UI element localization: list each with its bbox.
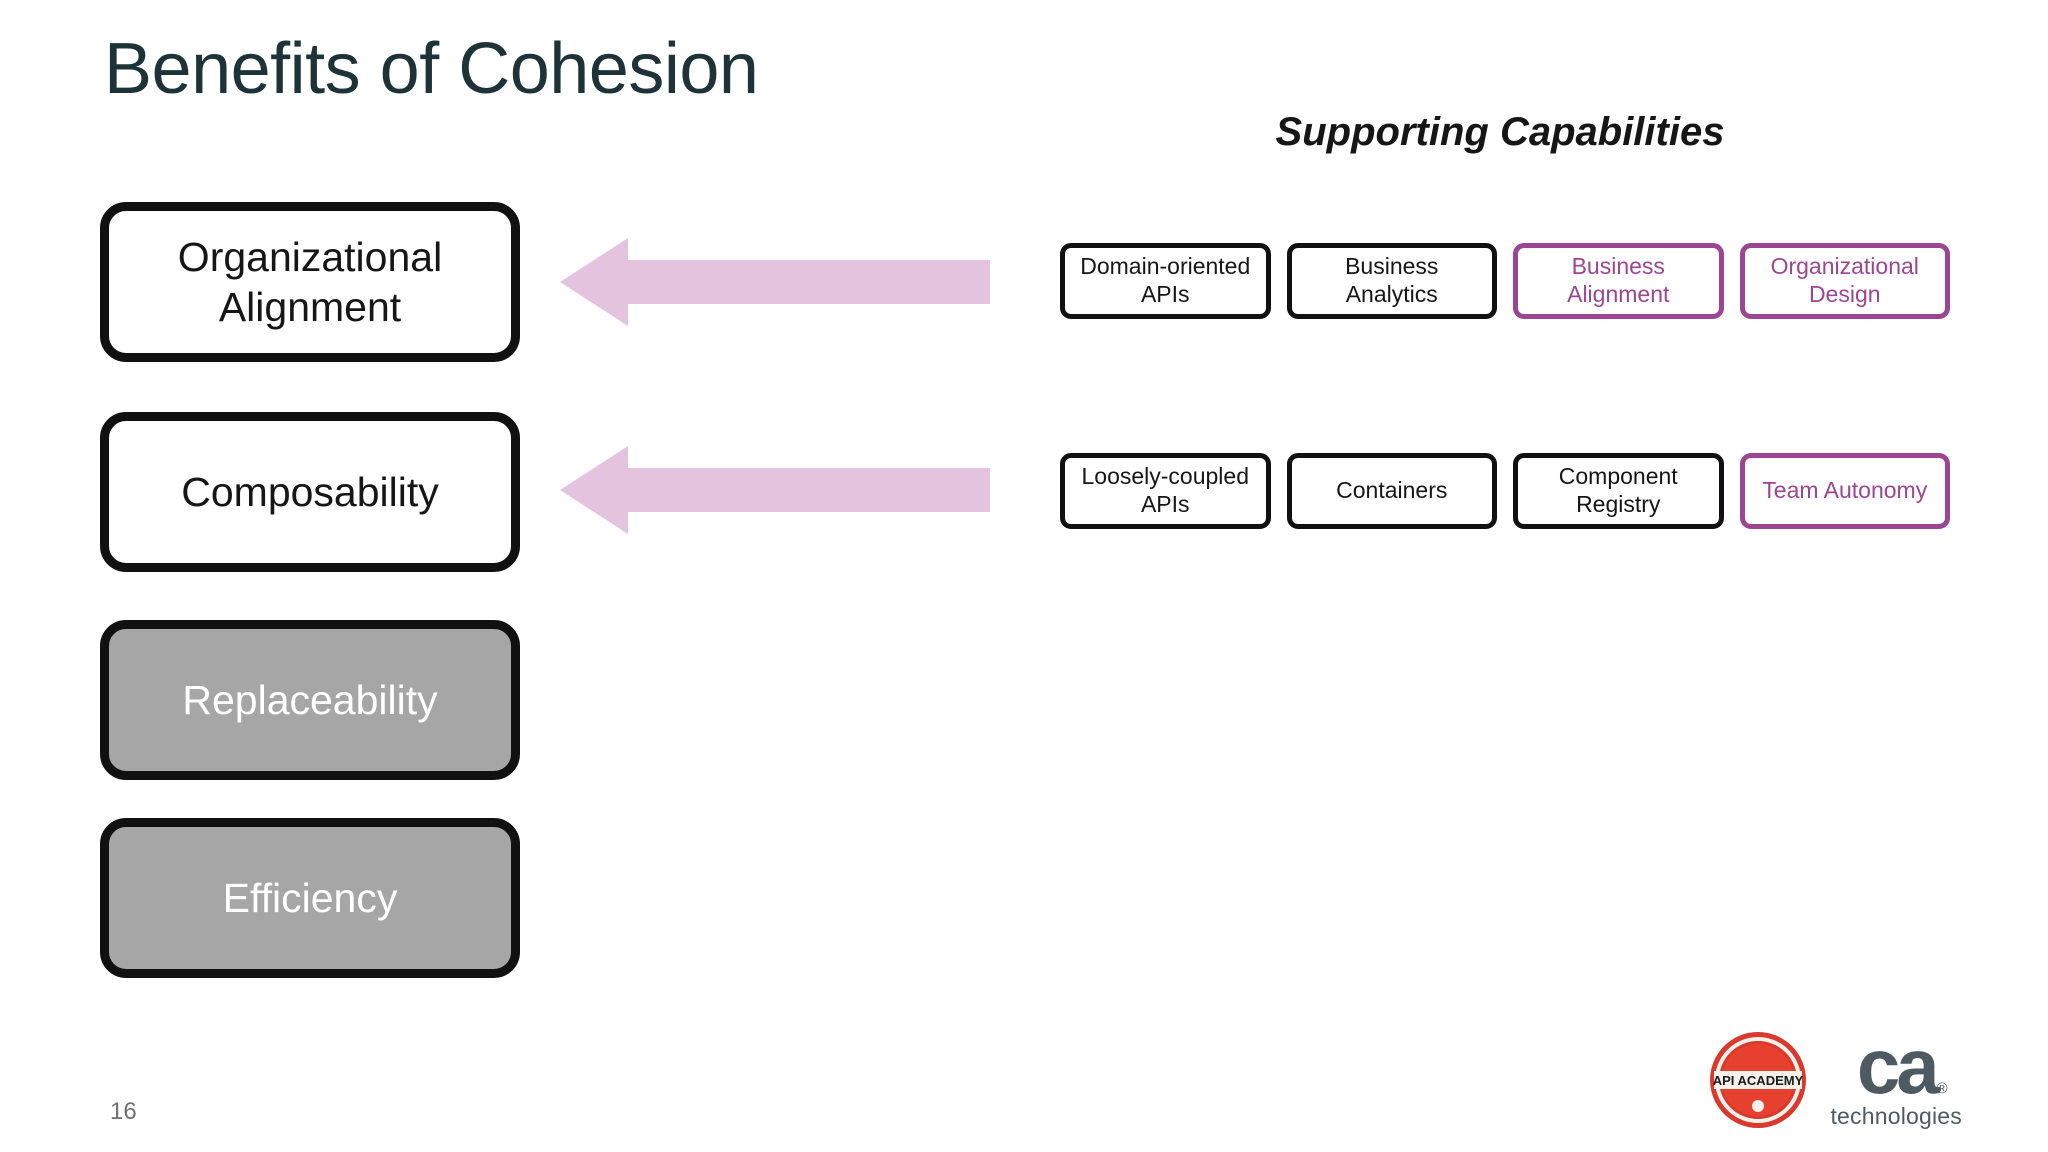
- capability-box-loosely-coupled-apis[interactable]: Loosely-coupled APIs: [1060, 453, 1271, 529]
- benefit-box-organizational-alignment[interactable]: Organizational Alignment: [100, 202, 520, 362]
- capability-box-team-autonomy[interactable]: Team Autonomy: [1739, 453, 1950, 529]
- arrow-left-icon: [560, 238, 990, 326]
- page-number: 16: [110, 1098, 137, 1125]
- ca-technologies-subtext: technologies: [1830, 1102, 1962, 1129]
- benefit-box-composability[interactable]: Composability: [100, 412, 520, 572]
- footer-logos: API ACADEMY ca ® technologies: [1708, 1027, 1962, 1130]
- capability-box-domain-oriented-apis[interactable]: Domain-oriented APIs: [1060, 243, 1271, 319]
- capability-box-business-alignment[interactable]: Business Alignment: [1513, 243, 1724, 319]
- capability-box-containers[interactable]: Containers: [1286, 453, 1497, 529]
- ca-wordmark: ca ®: [1857, 1027, 1948, 1105]
- left-arrow-organizational-alignment: [560, 234, 990, 330]
- ca-wordmark-text: ca: [1856, 1022, 1940, 1111]
- arrow-left-icon: [560, 446, 990, 534]
- benefit-box-replaceability[interactable]: Replaceability: [100, 620, 520, 780]
- capability-box-component-registry[interactable]: Component Registry: [1513, 453, 1724, 529]
- page-title: Benefits of Cohesion: [104, 29, 759, 109]
- api-academy-stamp-icon: API ACADEMY: [1710, 1032, 1807, 1128]
- capability-box-organizational-design[interactable]: Organizational Design: [1739, 243, 1950, 319]
- capability-row-composability: Loosely-coupled APIs Containers Componen…: [1060, 453, 1950, 529]
- left-arrow-composability: [560, 442, 990, 538]
- capability-row-organizational-alignment: Domain-oriented APIs Business Analytics …: [1060, 243, 1950, 319]
- capability-box-business-analytics[interactable]: Business Analytics: [1286, 243, 1497, 319]
- ca-technologies-logo: ca ® technologies: [1830, 1027, 1962, 1129]
- registered-trademark-icon: ®: [1936, 1079, 1948, 1097]
- api-academy-logo-text: API ACADEMY: [1713, 1073, 1804, 1088]
- supporting-capabilities-heading: Supporting Capabilities: [1275, 110, 1725, 154]
- api-academy-logo: API ACADEMY: [1708, 1030, 1808, 1130]
- benefit-box-efficiency[interactable]: Efficiency: [100, 818, 520, 978]
